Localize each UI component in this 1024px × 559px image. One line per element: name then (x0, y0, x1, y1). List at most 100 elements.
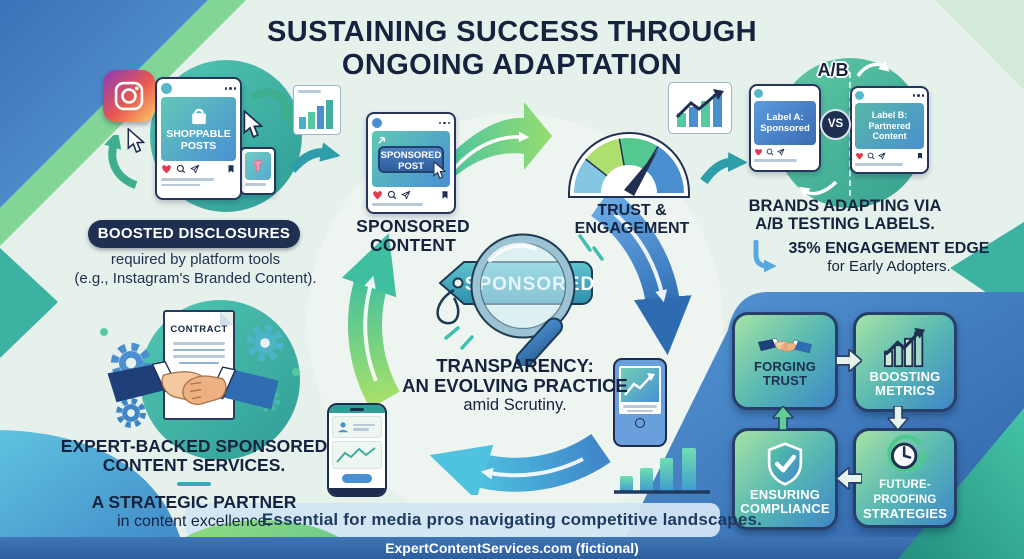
product-image-area (245, 152, 271, 180)
corner-arrow-icon (378, 137, 385, 144)
flow-arrow-icon (288, 142, 340, 174)
cycle-arrow-up-icon (104, 135, 138, 189)
growth-chart-icon (668, 82, 732, 134)
mini-chart-icon (293, 85, 341, 135)
page-title-line2: ONGOING ADAPTATION (341, 49, 683, 81)
shield-check-icon (767, 441, 803, 486)
avatar (372, 118, 382, 128)
cursor-icon (127, 128, 145, 153)
handshake-icon (103, 350, 283, 422)
home-button (635, 418, 645, 428)
comment-icon (387, 190, 397, 200)
cursor-icon (433, 161, 446, 179)
arrow-right-icon (836, 349, 862, 372)
stat-subline: for Early Adopters. (827, 258, 951, 275)
bookmark-icon (916, 152, 924, 160)
tile-future-proofing: FUTURE-PROOFING STRATEGIES (853, 428, 957, 528)
contract-title: CONTRACT (170, 324, 228, 335)
post-header (161, 83, 236, 94)
send-icon (190, 164, 200, 174)
heart-icon (855, 152, 864, 160)
ab-curved-arrow-icon (856, 60, 890, 78)
product-card (240, 147, 276, 195)
post-actions (372, 190, 450, 200)
post-header (372, 118, 450, 128)
smartphone-trend-icon (613, 358, 667, 447)
ab-test-card-b: Label B: Partnered Content (850, 86, 929, 174)
magnifier-tag-group: SPONSORED (436, 233, 604, 366)
cycle-arrow-icon (249, 88, 294, 128)
post-image-area: SPONSORED POST (372, 131, 450, 187)
more-options-icon (437, 121, 450, 125)
send-icon (777, 148, 785, 156)
comment-icon (867, 152, 875, 160)
sponsored-post-button: SPONSORED POST (378, 145, 444, 173)
cursor-icon (243, 110, 263, 138)
vs-badge: VS (820, 109, 851, 140)
bookmark-icon (440, 190, 450, 200)
page-title: SUSTAINING SUCCESS THROUGH ONGOING ADAPT… (0, 16, 1024, 82)
post-actions (161, 164, 236, 174)
send-icon (401, 190, 411, 200)
brands-heading: BRANDS ADAPTING VIA A/B TESTING LABELS. (748, 197, 942, 233)
bookmark-icon (226, 164, 236, 174)
instagram-icon (103, 70, 155, 122)
arrow-up-icon (772, 406, 794, 430)
clock-refresh-icon (887, 434, 928, 473)
profile-row (332, 416, 382, 438)
magnifier-handle-icon (515, 317, 563, 366)
comment-icon (176, 164, 186, 174)
post-image-area: SHOPPABLE POSTS (161, 97, 236, 161)
shopping-bag-icon (191, 108, 206, 125)
transparency-heading: TRANSPARENCY: AN EVOLVING PRACTICE amid … (402, 355, 628, 415)
footer-site: ExpertContentServices.com (fictional) (385, 540, 639, 556)
tile-forging-trust: FORGING TRUST (732, 312, 838, 410)
footer-tagline: Essential for media pros navigating comp… (261, 510, 763, 529)
post-header (855, 91, 924, 100)
heart-icon (161, 164, 172, 174)
folded-corner (220, 312, 233, 325)
bar-chart-up-icon (884, 327, 926, 367)
ab-badge: A/B (817, 60, 849, 80)
heart-icon (372, 190, 383, 200)
arrow-left-icon (836, 467, 862, 490)
sponsored-post-card: SPONSORED POST (366, 112, 456, 214)
divider (177, 482, 211, 486)
avatar (855, 91, 864, 100)
shoppable-post-card: SHOPPABLE POSTS (155, 77, 242, 200)
flow-arrow-icon (700, 152, 748, 185)
more-options-icon (911, 94, 924, 97)
post-actions (754, 148, 816, 156)
card-a-image-area: Label A: Sponsored (754, 101, 816, 145)
engagement-stat: 35% ENGAGEMENT EDGE for Early Adopters. (752, 240, 992, 276)
ab-curved-arrow-icon (799, 180, 838, 198)
gauge-label: TRUST & ENGAGEMENT (574, 202, 690, 237)
card-b-image-area: Label B: Partnered Content (855, 103, 924, 149)
tile-boosting-metrics: BOOSTING METRICS (853, 312, 957, 412)
person-icon (336, 420, 350, 434)
gauge-icon (568, 132, 690, 198)
heart-icon (754, 148, 763, 156)
page-title-line1: SUSTAINING SUCCESS THROUGH (266, 16, 757, 48)
handshake-icon (758, 334, 812, 358)
shirt-icon (253, 159, 263, 172)
avatar (161, 83, 172, 94)
ab-test-card-a: Label A: Sponsored (749, 84, 821, 172)
cta-pill (342, 474, 372, 483)
stat-headline: 35% ENGAGEMENT EDGE (788, 240, 990, 257)
line-chart-thumb (332, 441, 382, 469)
rising-bar-chart-icon (614, 448, 710, 494)
post-header (754, 89, 816, 98)
smartphone-analytics-icon (327, 403, 387, 497)
magnifier-lens-icon (472, 235, 574, 337)
services-heading: EXPERT-BACKED SPONSORED CONTENT SERVICES… (60, 436, 328, 530)
arrow-down-icon (887, 406, 909, 430)
trend-chart-thumb (621, 368, 659, 402)
flow-ring (341, 188, 692, 495)
avatar (754, 89, 763, 98)
sparkle-icon (444, 234, 604, 350)
gears-group (100, 308, 300, 438)
send-icon (878, 152, 886, 160)
post-caption: SHOPPABLE POSTS (166, 128, 231, 152)
